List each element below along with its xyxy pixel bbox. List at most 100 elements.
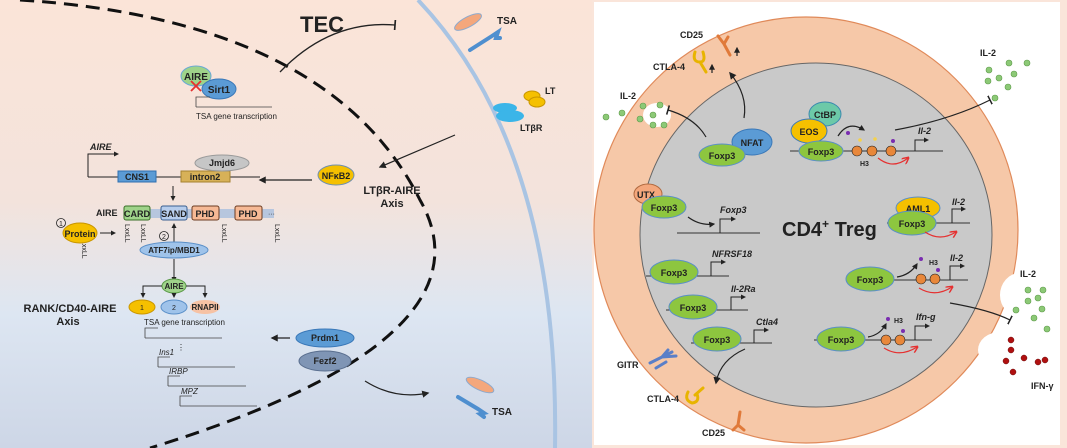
cd25-receptor-icon <box>731 410 746 432</box>
acetyl-mark <box>873 137 877 141</box>
x-mark-icon <box>190 80 202 92</box>
h3-label: H3 <box>860 161 869 168</box>
il2-molecule <box>649 111 657 119</box>
ctla4-bottom-label: CTLA-4 <box>647 394 679 404</box>
ifng-molecule <box>1009 368 1017 376</box>
left-panel-tec: TEC AIRE Sirt1 TSA gene transcription TS… <box>0 0 592 448</box>
tsa-transcription-label: TSA gene transcription <box>196 112 277 121</box>
nfat-node <box>731 128 773 156</box>
foxp3-label: Foxp3 <box>899 219 926 229</box>
tsa-bottom: TSA <box>456 376 512 419</box>
gene-mpz: MPZ <box>181 387 199 396</box>
nfkb2-label: NFκB2 <box>322 171 351 181</box>
lxxll-motif: LxxLL <box>273 224 280 243</box>
il2-top-right-label: IL-2 <box>980 48 996 58</box>
foxp3-node <box>816 326 866 352</box>
il2-molecule <box>656 101 664 109</box>
il2-molecule <box>995 74 1003 82</box>
ltbr-axis-label: LTβR-AIRE <box>363 185 420 197</box>
repression-arrow <box>918 287 952 294</box>
utx-foxp3-module: UTX Foxp3 Foxp3 <box>633 183 760 234</box>
lt-label: LT <box>545 86 556 96</box>
left-panel-background <box>0 0 592 448</box>
ctla4-promoter-arrow <box>753 327 769 343</box>
promoter-line <box>167 375 246 387</box>
card-domain <box>123 205 151 221</box>
il2-molecule <box>1010 70 1018 78</box>
acetylation-arrow <box>896 262 918 278</box>
gitr-label: GITR <box>617 360 639 370</box>
lxxll-motif: LxxLL <box>123 224 130 243</box>
rnapii-node <box>190 300 220 314</box>
jmjd6-label: Jmjd6 <box>209 158 235 168</box>
ifng-molecule <box>1034 358 1042 366</box>
step-1-marker <box>56 218 66 228</box>
ifng-gene-label: Ifn-g <box>916 312 936 322</box>
nucleosome-icon <box>915 273 927 285</box>
promoter-line <box>157 356 235 368</box>
h3-il2-module: Foxp3 H3 Il-2 <box>845 253 1013 325</box>
il2-right-label: IL-2 <box>1020 269 1036 279</box>
il2-secretion-inhibition <box>894 95 993 131</box>
phd1-domain <box>191 205 220 221</box>
phd1-label: PHD <box>195 209 215 219</box>
il2-molecule <box>991 94 999 102</box>
foxp3-gene-label: Foxp3 <box>720 205 747 215</box>
foxp3-node <box>698 143 746 167</box>
sirt1-label: Sirt1 <box>208 85 231 96</box>
il2-molecule <box>1024 297 1032 305</box>
aire-label-2: AIRE <box>164 282 184 291</box>
nfat-label: NFAT <box>741 138 764 148</box>
sirt1-node <box>201 78 237 100</box>
il2-molecule <box>1005 59 1013 67</box>
il2-molecule <box>636 115 644 123</box>
surface-bottom: GITR CTLA-4 CD25 <box>617 348 746 438</box>
utx-label: UTX <box>637 190 655 200</box>
il2-molecule <box>602 113 610 121</box>
deacetylation-arrow <box>837 124 866 137</box>
aml1-module: AML1 Foxp3 Il-2 <box>887 196 970 237</box>
ctbp-label: CtBP <box>814 110 836 120</box>
il2-dots-left <box>602 101 668 129</box>
acetyl-mark <box>858 138 862 142</box>
prdm1-label: Prdm1 <box>311 333 339 343</box>
rank-cd40-axis: RANK/CD40-AIRE Axis AIRE 1 2 RNAPII TSA … <box>24 278 430 407</box>
gene-ins1: Ins1 <box>159 348 174 357</box>
activation-arrow <box>687 216 716 228</box>
h3-label: H3 <box>894 318 903 325</box>
ctla4-expression-arrow <box>713 348 746 385</box>
secretion-notch <box>643 103 671 127</box>
tcr-receptor-icon <box>456 395 489 419</box>
nfrsf18-gene-label: NFRSF18 <box>712 249 752 259</box>
il2-molecule <box>1012 306 1020 314</box>
repression-arrow <box>924 232 956 237</box>
il2-gene-label: Il-2 <box>952 197 965 207</box>
promoter-line <box>179 395 257 407</box>
ctla4-gene-label: Ctla4 <box>756 317 778 327</box>
il2-molecule <box>1004 83 1012 91</box>
aire-gene: AIRE CNS1 intron2 Jmjd6 <box>87 142 260 201</box>
il2-dots-right <box>1012 286 1051 333</box>
partner-1-node <box>128 299 156 315</box>
ltbr-receptor-icon <box>496 110 524 122</box>
il2-molecule <box>985 66 993 74</box>
prdm1-node <box>295 328 355 348</box>
ifng-molecule <box>1007 336 1015 344</box>
partner-2-node <box>160 299 188 315</box>
ctla4-top-label: CTLA-4 <box>653 62 685 72</box>
atf7ip-mbd1-label: ATF7ip/MBD1 <box>148 246 200 255</box>
aire-protein-domains: AIRE CARD SAND PHD PHD ··· LxxLL LxxLL L… <box>56 205 280 282</box>
ltbr-axis-label-2: Axis <box>380 198 403 210</box>
foxp3-promoter-arrow <box>719 216 736 233</box>
aire-protein-label: AIRE <box>96 208 118 218</box>
ifng-label: IFN-γ <box>1031 381 1054 391</box>
tsa-top: TSA <box>454 13 517 52</box>
ctla4-receptor-icon <box>692 50 708 74</box>
tsa-antigen-icon <box>465 376 495 394</box>
gitr-receptor-icon <box>648 348 678 370</box>
foxp3-node <box>641 195 687 219</box>
il2-left-label: IL-2 <box>620 91 636 101</box>
sand-domain <box>160 205 188 221</box>
right-panel-treg: CD4+ Treg CD25 CTLA-4 IL-2 NFAT Fo <box>593 2 1060 445</box>
il2-gene-label: Il-2 <box>950 253 963 263</box>
